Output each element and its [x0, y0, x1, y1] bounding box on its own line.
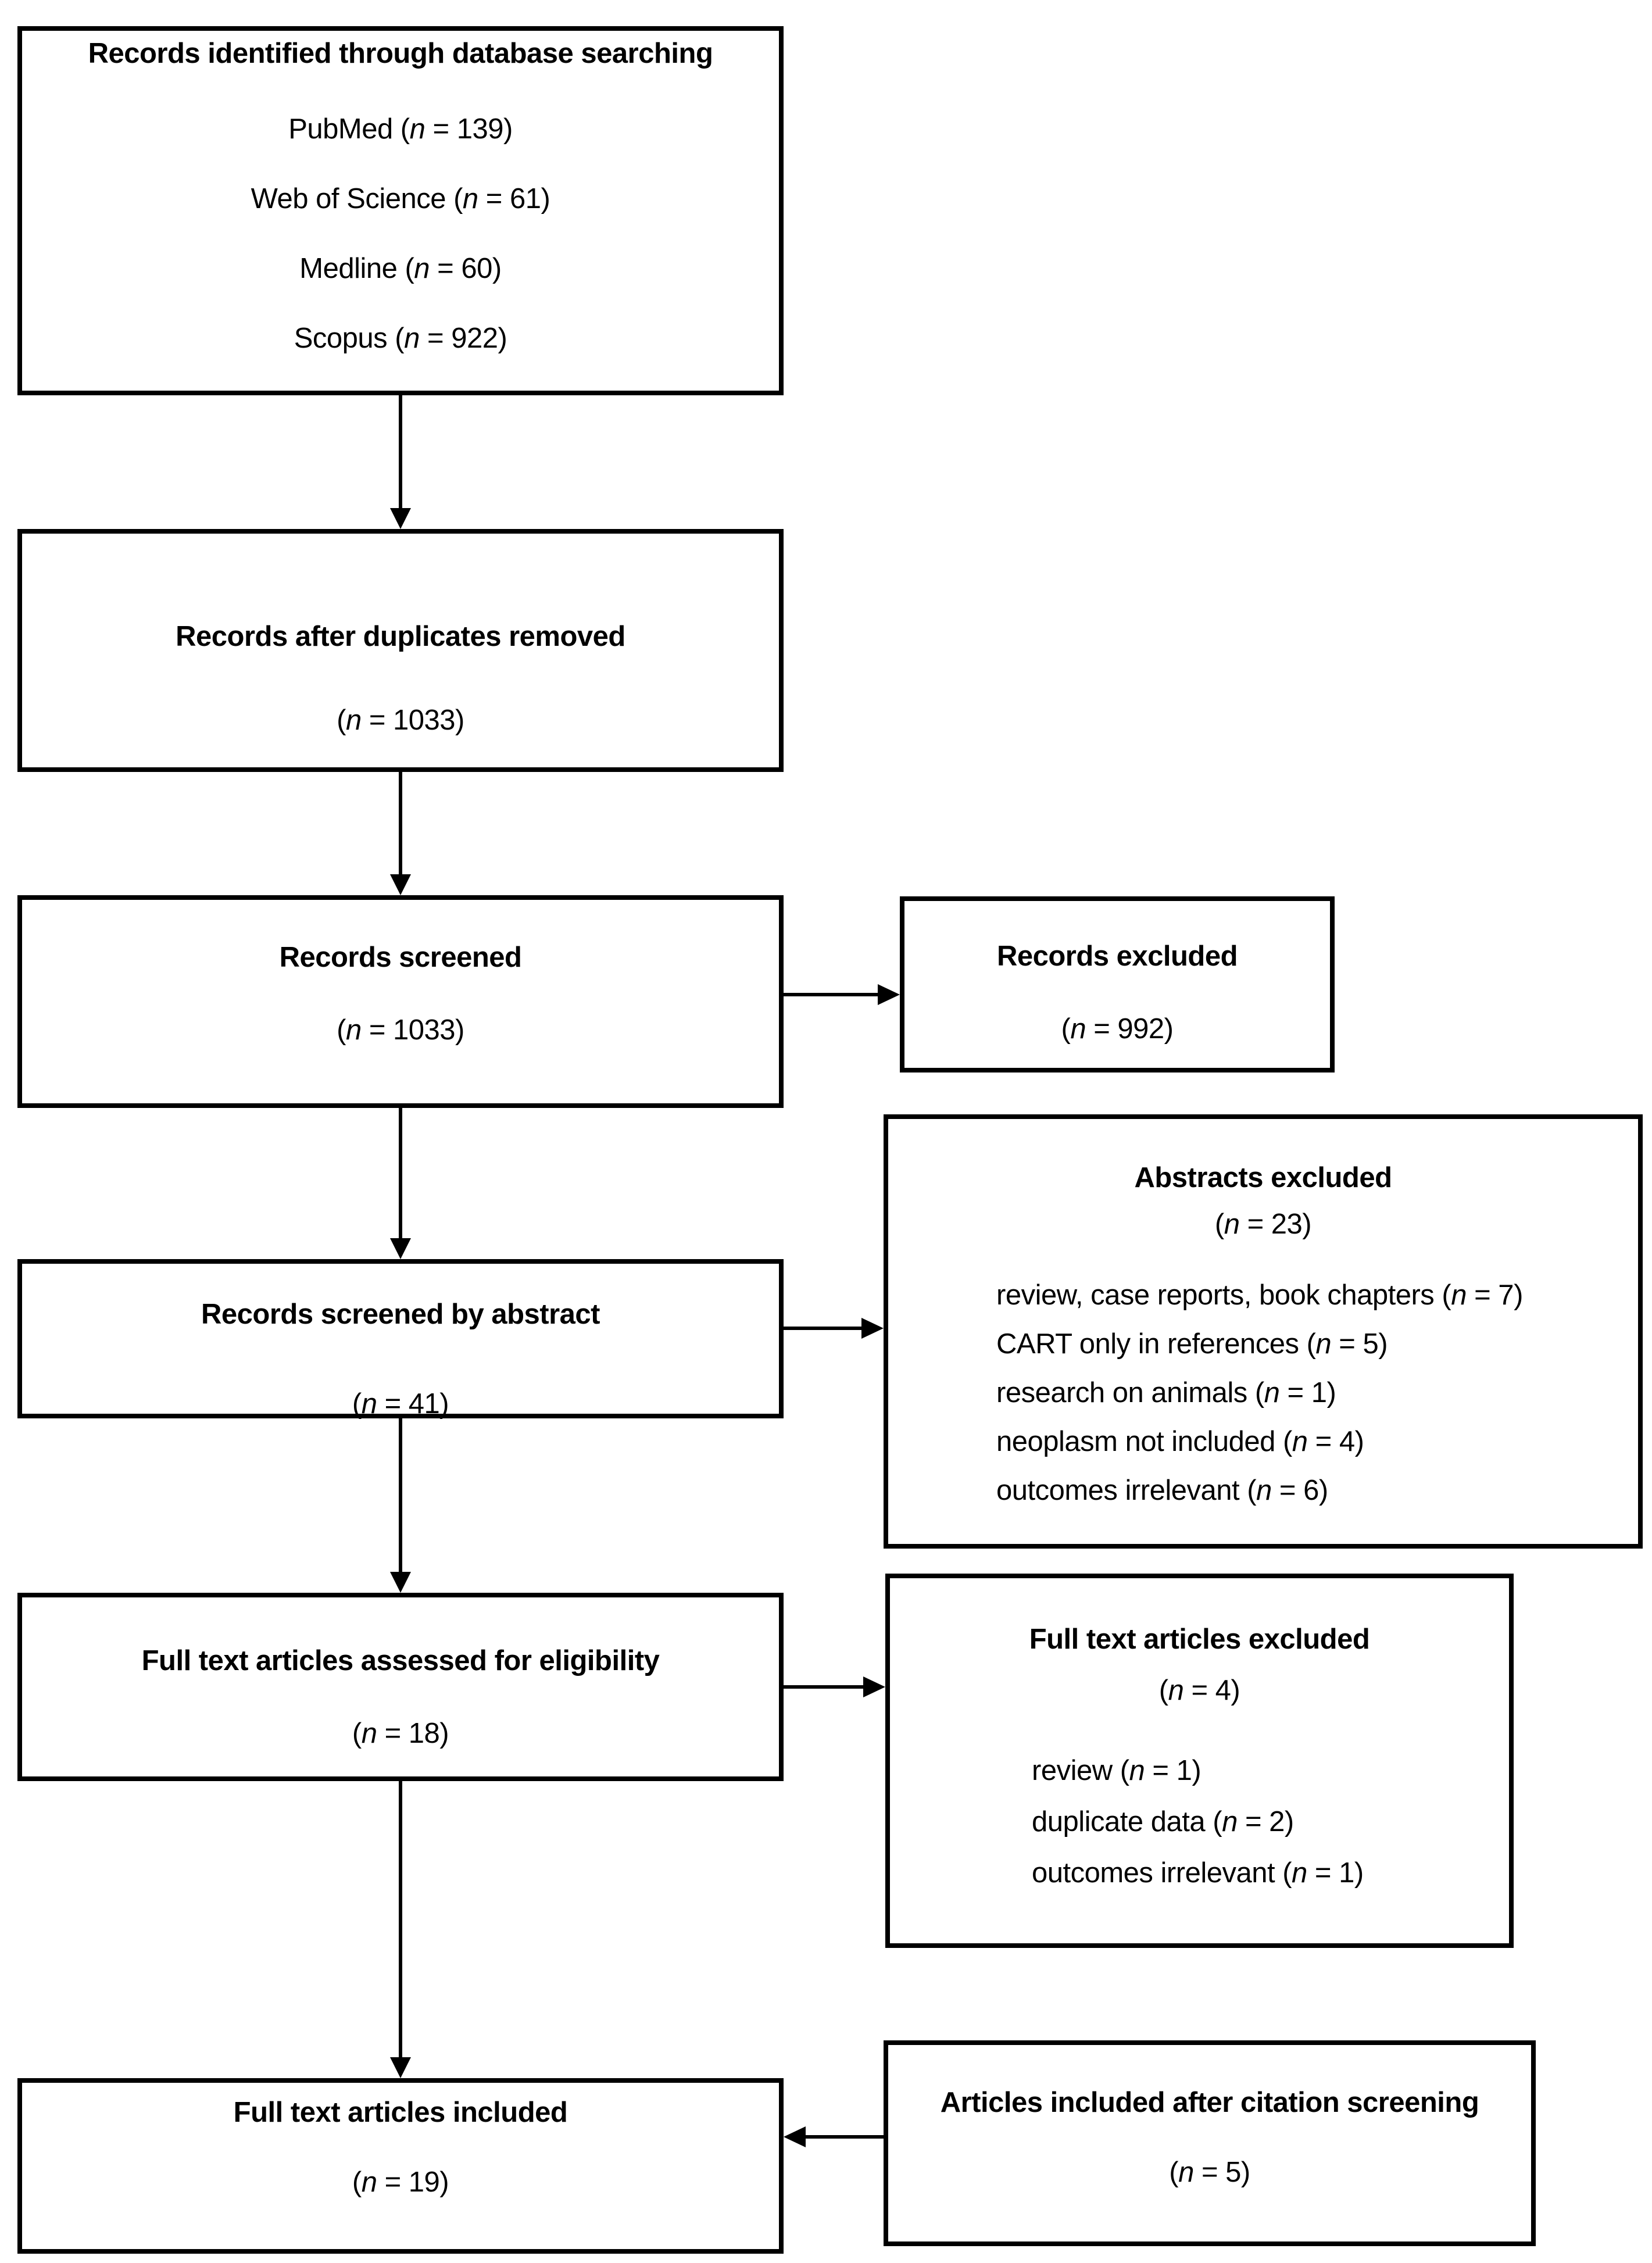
exclusion-reason: outcomes irrelevant (n = 6): [996, 1475, 1328, 1506]
box-duplicates-removed: Records after duplicates removed (n = 10…: [17, 529, 784, 772]
count-line: (n = 5): [1169, 2157, 1250, 2188]
exclusion-reason: duplicate data (n = 2): [1032, 1806, 1294, 1837]
exclusion-reason: neoplasm not included (n = 4): [996, 1426, 1364, 1457]
arrow-left-icon: [784, 2126, 806, 2147]
database-count-line: Medline (n = 60): [299, 253, 502, 284]
arrow-fulltext-to-included-line: [399, 1781, 402, 2057]
box-title: Records excluded: [996, 941, 1238, 972]
arrow-duplicates-to-screened-line: [399, 772, 402, 874]
box-fulltext-excluded: Full text articles excluded (n = 4) revi…: [885, 1574, 1514, 1948]
box-title: Full text articles included: [233, 2097, 568, 2128]
box-title: Full text articles excluded: [1029, 1624, 1370, 1655]
arrow-abstract-to-fulltext-line: [399, 1418, 402, 1572]
box-abstracts-excluded: Abstracts excluded (n = 23) review, case…: [884, 1114, 1643, 1549]
arrow-screened-to-excluded-line: [784, 993, 878, 996]
exclusion-reason: research on animals (n = 1): [996, 1377, 1336, 1408]
arrow-identification-to-duplicates-line: [399, 395, 402, 508]
arrow-down-icon: [390, 874, 411, 895]
box-title: Articles included after citation screeni…: [940, 2087, 1479, 2118]
box-title: Abstracts excluded: [1134, 1162, 1392, 1193]
box-fulltext-assessed: Full text articles assessed for eligibil…: [17, 1593, 784, 1781]
box-title: Records identified through database sear…: [88, 38, 713, 69]
arrow-fulltext-to-fulltext-excluded-line: [784, 1685, 863, 1689]
database-count-line: Scopus (n = 922): [294, 323, 507, 354]
count-line: (n = 992): [1061, 1013, 1174, 1045]
exclusion-reason: review, case reports, book chapters (n =…: [996, 1279, 1523, 1311]
box-title: Records after duplicates removed: [176, 621, 625, 652]
box-title: Records screened by abstract: [201, 1299, 600, 1330]
box-records-screened: Records screened (n = 1033): [17, 895, 784, 1108]
arrow-abstract-to-abstracts-excluded-line: [784, 1327, 861, 1330]
box-title: Full text articles assessed for eligibil…: [141, 1645, 660, 1676]
box-records-excluded: Records excluded (n = 992): [900, 896, 1335, 1072]
box-title: Records screened: [279, 942, 522, 973]
box-fulltext-included: Full text articles included (n = 19): [17, 2078, 784, 2254]
arrow-screened-to-abstract-line: [399, 1108, 402, 1238]
count-line: (n = 23): [1214, 1209, 1312, 1240]
arrow-right-icon: [861, 1318, 884, 1339]
count-line: (n = 18): [352, 1718, 449, 1749]
exclusion-reason: outcomes irrelevant (n = 1): [1032, 1857, 1364, 1889]
count-line: (n = 1033): [337, 705, 464, 736]
exclusion-reason: review (n = 1): [1032, 1755, 1202, 1786]
arrow-right-icon: [878, 984, 900, 1005]
count-line: (n = 4): [1158, 1675, 1240, 1706]
count-line: (n = 41): [352, 1388, 449, 1420]
exclusion-reason: CART only in references (n = 5): [996, 1328, 1388, 1360]
arrow-down-icon: [390, 2057, 411, 2078]
arrow-down-icon: [390, 1238, 411, 1259]
database-count-line: Web of Science (n = 61): [251, 183, 550, 214]
arrow-down-icon: [390, 1572, 411, 1593]
arrow-right-icon: [863, 1676, 885, 1697]
box-records-screened-by-abstract: Records screened by abstract (n = 41): [17, 1259, 784, 1418]
count-line: (n = 19): [352, 2167, 449, 2198]
box-citation-screening-included: Articles included after citation screeni…: [884, 2040, 1536, 2246]
arrow-citation-to-included-line: [806, 2135, 884, 2139]
arrow-down-icon: [390, 508, 411, 529]
count-line: (n = 1033): [337, 1014, 464, 1046]
database-count-line: PubMed (n = 139): [288, 113, 513, 145]
box-records-identified: Records identified through database sear…: [17, 26, 784, 395]
